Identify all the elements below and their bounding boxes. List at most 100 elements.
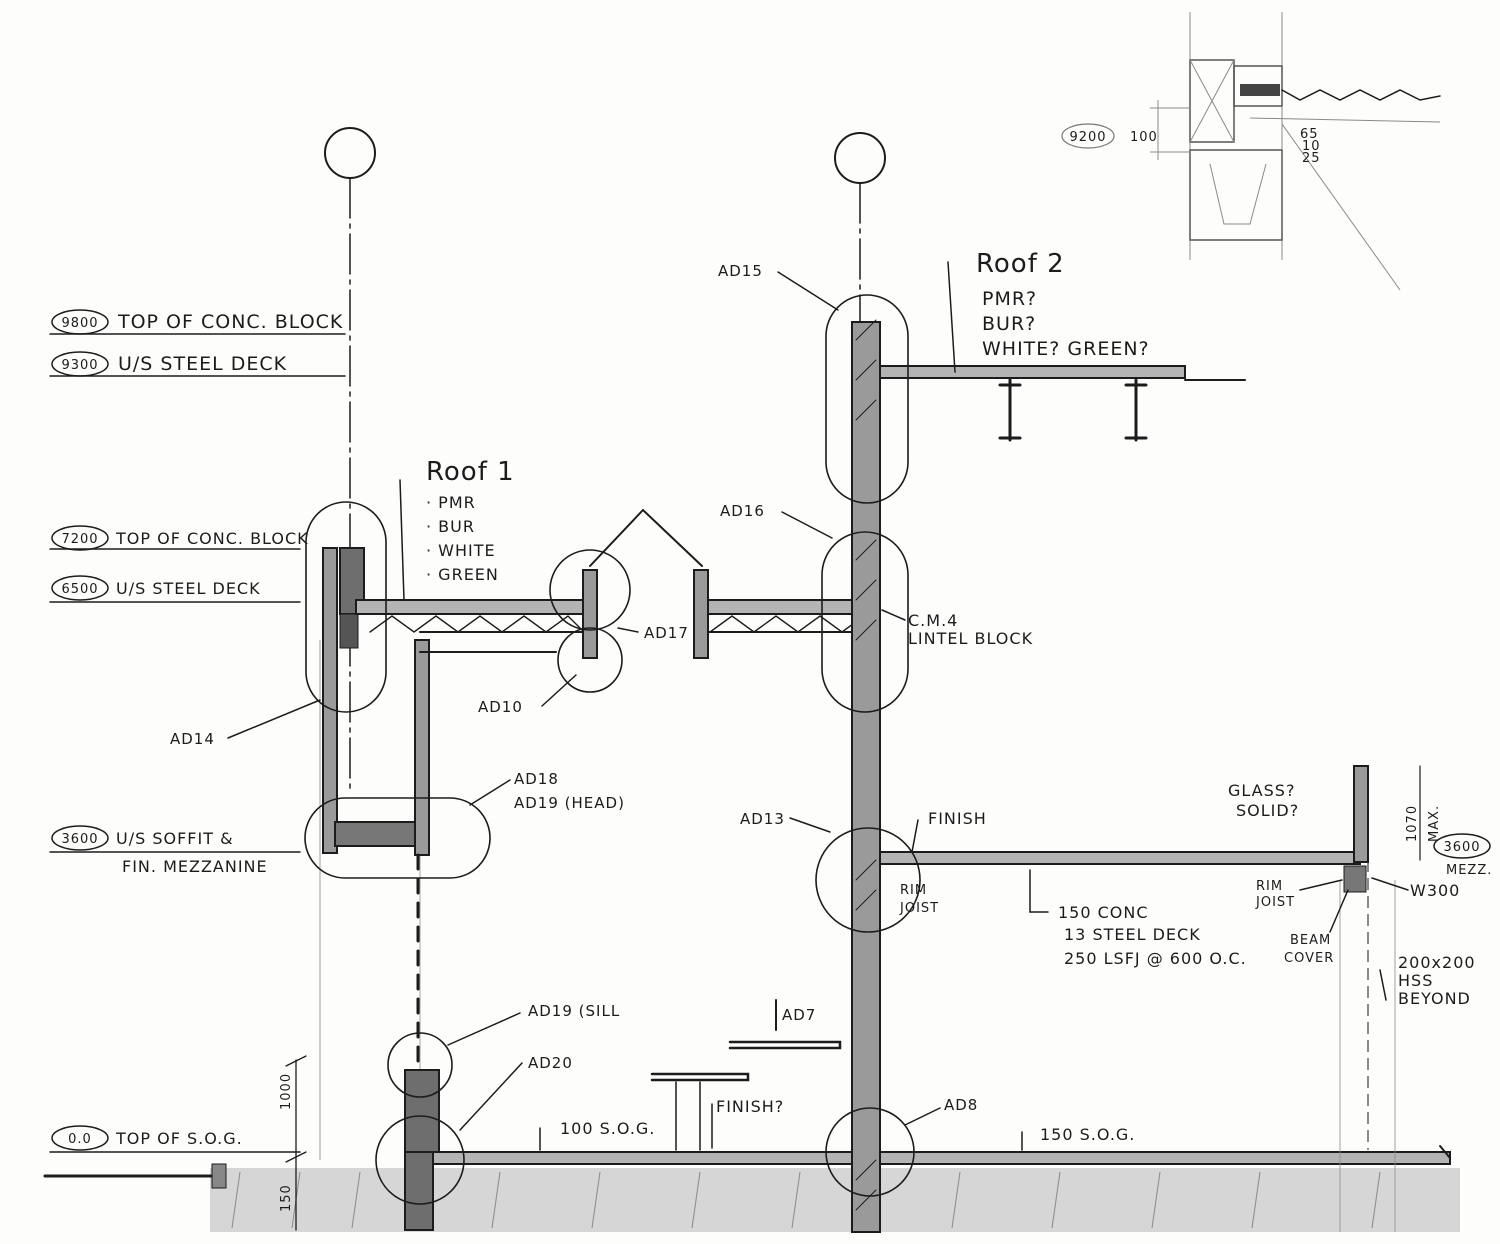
left-inner-wall xyxy=(414,639,430,856)
skylight-glazing xyxy=(589,508,703,567)
roof1-deck-right xyxy=(705,599,869,615)
roof1-deck-left xyxy=(355,599,585,615)
tag-ad16: AD16 xyxy=(720,502,765,520)
leader-lines xyxy=(227,261,1421,1151)
left-edge-beam xyxy=(339,613,359,649)
inset-dim-65: 65 xyxy=(1300,127,1319,142)
note-guard-dim: 1070 xyxy=(1405,805,1420,842)
dim-1000: 1000 xyxy=(279,1073,294,1110)
inset-level-9200: 9200 xyxy=(1069,130,1106,145)
tag-ad19-sill: AD19 (SILL xyxy=(528,1002,620,1020)
level-7200-value: 7200 xyxy=(61,532,98,547)
tag-ad13: AD13 xyxy=(740,810,785,828)
note-joist: JOIST xyxy=(899,901,939,916)
level-9300-label: U/S STEEL DECK xyxy=(118,353,287,375)
left-block-wall xyxy=(322,547,338,854)
tag-ad14: AD14 xyxy=(170,730,215,748)
roof2-title: Roof 2 xyxy=(976,249,1065,279)
inset-dim-25: 25 xyxy=(1302,151,1321,166)
note-finish-q: FINISH? xyxy=(716,1097,784,1116)
level-3600-label: U/S SOFFIT & xyxy=(116,829,234,848)
level-0-value: 0.0 xyxy=(68,1132,92,1147)
level-lines xyxy=(49,333,346,1153)
tag-ad19-head: AD19 (HEAD) xyxy=(514,794,625,812)
note-floor-1: 150 CONC xyxy=(1058,903,1149,922)
slab-end-arrow xyxy=(1439,1145,1451,1159)
note-solid: SOLID? xyxy=(1236,801,1299,820)
roof1-option-pmr: · PMR xyxy=(426,493,476,512)
level-9800-label: TOP OF CONC. BLOCK xyxy=(117,311,343,333)
left-foundation-wall xyxy=(404,1151,434,1231)
note-hss-2: HSS xyxy=(1398,971,1433,990)
right-wall-hatch xyxy=(855,319,877,1211)
mezzanine-guard xyxy=(1353,765,1369,863)
mezzanine-soffit-insulation xyxy=(334,821,416,847)
stair-tread-lower xyxy=(650,1072,750,1082)
level-7200-label: TOP OF CONC. BLOCK xyxy=(115,529,309,548)
note-beam: BEAM xyxy=(1290,933,1331,948)
level-9300-value: 9300 xyxy=(61,358,98,373)
note-hss-1: 200x200 xyxy=(1398,953,1476,972)
inset-dim-10: 10 xyxy=(1302,139,1321,154)
note-hss-3: BEYOND xyxy=(1398,989,1471,1008)
note-cm4: C.M.4 xyxy=(908,611,958,630)
roof1-title: Roof 1 xyxy=(426,457,515,487)
tag-ad8: AD8 xyxy=(944,1096,978,1114)
note-sog-150: 150 S.O.G. xyxy=(1040,1125,1135,1144)
note-floor-3: 250 LSFJ @ 600 O.C. xyxy=(1064,949,1247,968)
slab-on-grade xyxy=(429,1151,1451,1165)
roof2-option-white-green: WHITE? GREEN? xyxy=(982,338,1150,360)
roof1-joist-web-right xyxy=(709,615,865,633)
stair-tread-upper xyxy=(728,1040,842,1050)
note-sog-100: 100 S.O.G. xyxy=(560,1119,655,1138)
roof1-option-bur: · BUR xyxy=(426,517,475,536)
grade-dimensions xyxy=(285,1055,307,1231)
level-0-label: TOP OF S.O.G. xyxy=(115,1129,243,1148)
tag-ad10: AD10 xyxy=(478,698,523,716)
tag-ad7: AD7 xyxy=(782,1006,816,1024)
roof2-deck xyxy=(879,365,1186,379)
note-guard-max: MAX. xyxy=(1427,805,1442,842)
grid-bubble-right xyxy=(834,132,886,184)
note-glass: GLASS? xyxy=(1228,781,1295,800)
tag-ad18: AD18 xyxy=(514,770,559,788)
note-lintel-block: LINTEL BLOCK xyxy=(908,629,1033,648)
roof2-steel-joists xyxy=(998,378,1148,442)
skylight-curb-left xyxy=(582,569,598,659)
tag-ad15: AD15 xyxy=(718,262,763,280)
right-block-wall xyxy=(851,321,881,1233)
level-6500-label: U/S STEEL DECK xyxy=(116,579,261,598)
note-floor-2: 13 STEEL DECK xyxy=(1064,925,1201,944)
note-w300: W300 xyxy=(1410,881,1460,900)
detail-callout-bubbles xyxy=(304,294,921,1205)
dim-150: 150 xyxy=(279,1184,294,1212)
roof1-joist-web-left xyxy=(369,615,585,633)
roof2-option-pmr: PMR? xyxy=(982,288,1037,310)
mezzanine-w-beam xyxy=(1343,865,1367,893)
roof2-option-bur: BUR? xyxy=(982,313,1036,335)
note-rim-right: RIM xyxy=(1256,879,1283,894)
tag-ad20: AD20 xyxy=(528,1054,573,1072)
inset-detail xyxy=(1061,12,1441,291)
note-finish: FINISH xyxy=(928,809,987,828)
level-value-tags xyxy=(51,309,109,1151)
lower-block-wall xyxy=(404,1069,440,1153)
note-mezz-value: 3600 xyxy=(1443,840,1480,855)
note-cover: COVER xyxy=(1284,951,1334,966)
mezzanine-floor-slab xyxy=(879,851,1361,865)
note-rim: RIM xyxy=(900,883,927,898)
skylight-curb-right xyxy=(693,569,709,659)
grid-bubble-left xyxy=(324,127,376,179)
note-joist-right: JOIST xyxy=(1255,895,1295,910)
roof1-option-white: · WHITE xyxy=(426,541,496,560)
mezz-level-tag xyxy=(1433,833,1491,859)
level-6500-value: 6500 xyxy=(61,582,98,597)
inset-dim-100: 100 xyxy=(1130,130,1158,145)
note-mezz-label: MEZZ. xyxy=(1446,863,1492,878)
level-3600-label-2: FIN. MEZZANINE xyxy=(122,857,268,876)
grade-curb xyxy=(211,1163,227,1189)
level-3600-value: 3600 xyxy=(61,832,98,847)
roof1-option-green: · GREEN xyxy=(426,565,499,584)
